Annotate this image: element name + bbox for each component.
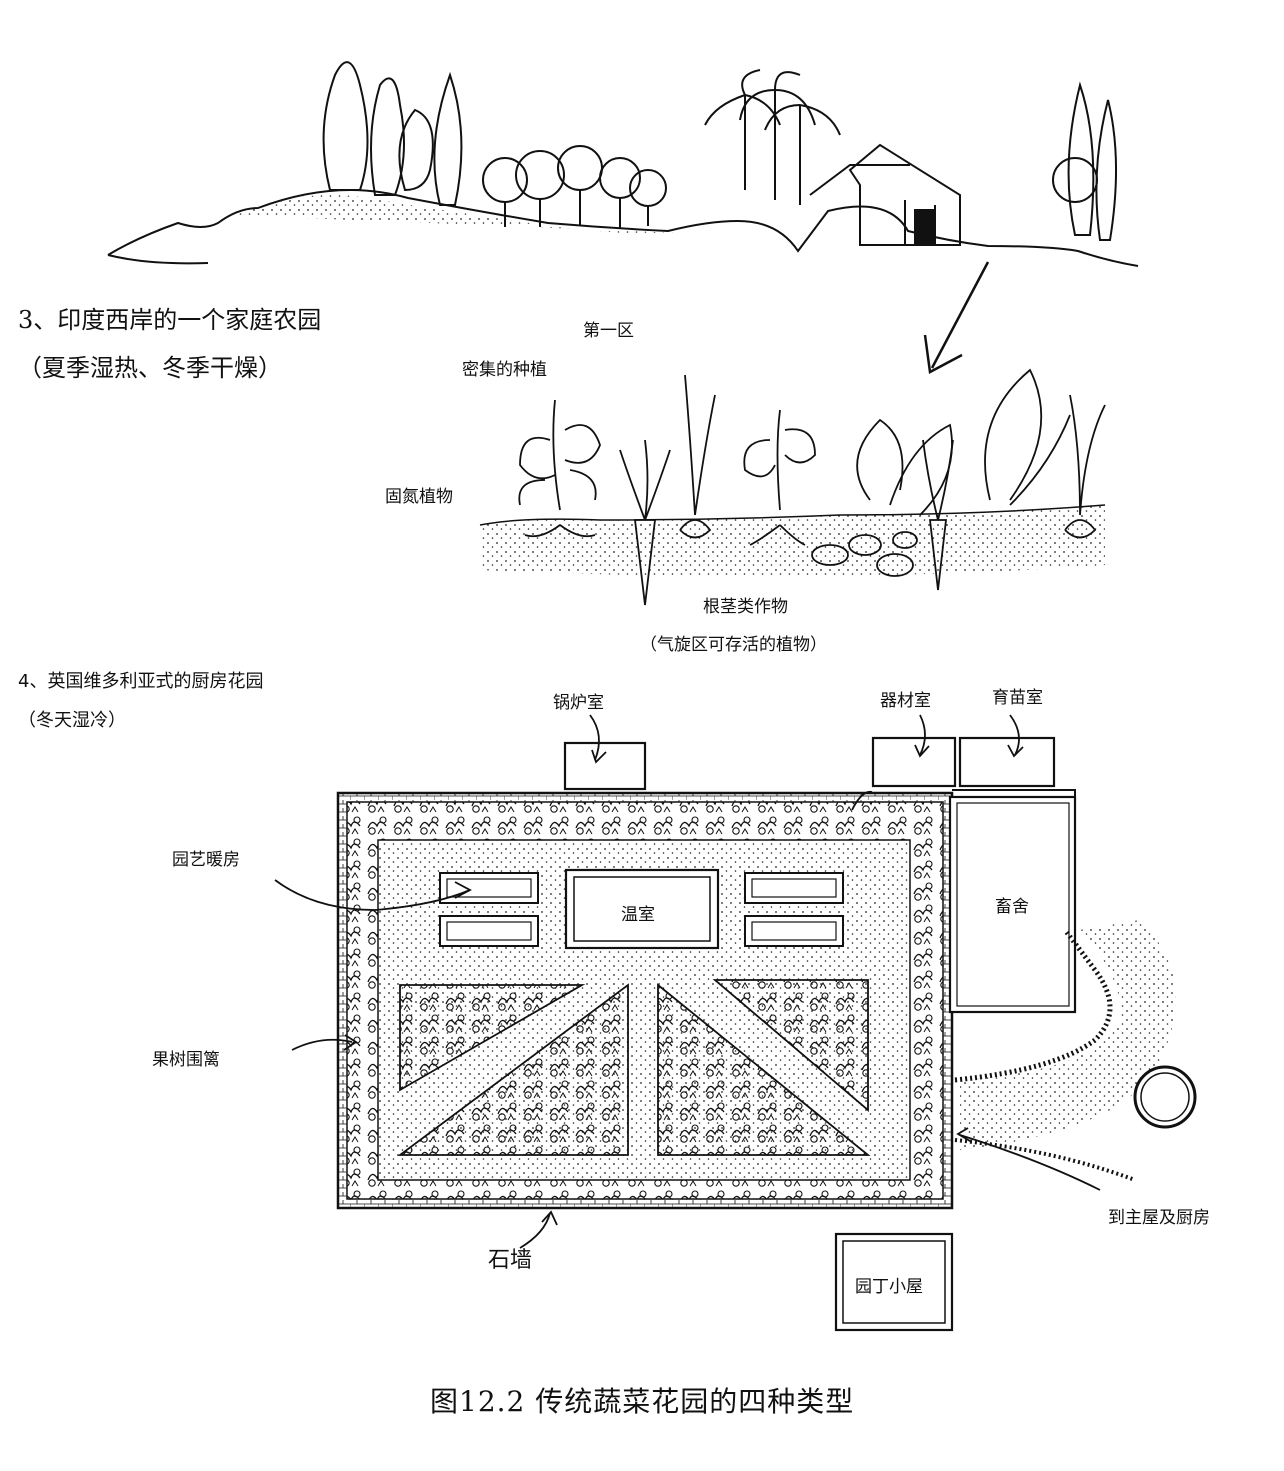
equipment-room-box xyxy=(871,736,957,788)
figure-caption: 图12.2 传统蔬菜花园的四种类型 xyxy=(430,1385,855,1418)
equipment-room-label: 器材室 xyxy=(880,691,931,711)
nitrogen-fixers-label: 固氮植物 xyxy=(385,487,453,507)
to-house-label: 到主屋及厨房 xyxy=(1108,1208,1210,1228)
fruit-hedge-label: 果树围篱 xyxy=(152,1050,220,1070)
section3-title: 3、印度西岸的一个家庭农园 xyxy=(18,306,322,334)
house-to-plants-arrow xyxy=(923,261,990,374)
pointer-arrows xyxy=(274,714,1101,1249)
boiler-room-label: 锅炉室 xyxy=(553,693,604,713)
planting-beds xyxy=(397,979,871,1156)
stable-box xyxy=(948,795,1077,1014)
cyclone-survivors-label: （气旋区可存活的植物） xyxy=(640,635,827,655)
greenhouse-box xyxy=(564,868,720,950)
section4-subtitle: （冬天湿冷） xyxy=(18,710,126,731)
hot-frame-2 xyxy=(439,915,539,947)
zone-label: 第一区 xyxy=(583,321,634,341)
hot-frame-1 xyxy=(439,872,539,904)
seedling-room-label: 育苗室 xyxy=(992,688,1043,708)
stable-label: 畜舍 xyxy=(995,897,1029,917)
hot-frame-3 xyxy=(744,872,844,904)
stone-wall-label: 石墙 xyxy=(488,1248,533,1273)
dense-planting-label: 密集的种植 xyxy=(462,360,547,380)
hot-frame-4 xyxy=(744,915,844,947)
plants-cross-section xyxy=(479,368,1106,606)
greenhouse-label: 温室 xyxy=(621,905,655,925)
gardener-hut-label: 园丁小屋 xyxy=(855,1277,923,1297)
seedling-room-box xyxy=(958,736,1056,788)
boiler-room-box xyxy=(563,741,647,791)
kitchen-garden-plan xyxy=(336,736,1197,1332)
root-crops-label: 根茎类作物 xyxy=(703,597,788,617)
section4-title: 4、英国维多利亚式的厨房花园 xyxy=(18,671,264,692)
landscape-scene xyxy=(107,61,1139,267)
well-circle xyxy=(1133,1065,1197,1129)
gardener-hut-box xyxy=(834,1232,954,1332)
section3-subtitle: （夏季湿热、冬季干燥） xyxy=(18,354,282,382)
hot-frames-label: 园艺暖房 xyxy=(172,850,240,870)
